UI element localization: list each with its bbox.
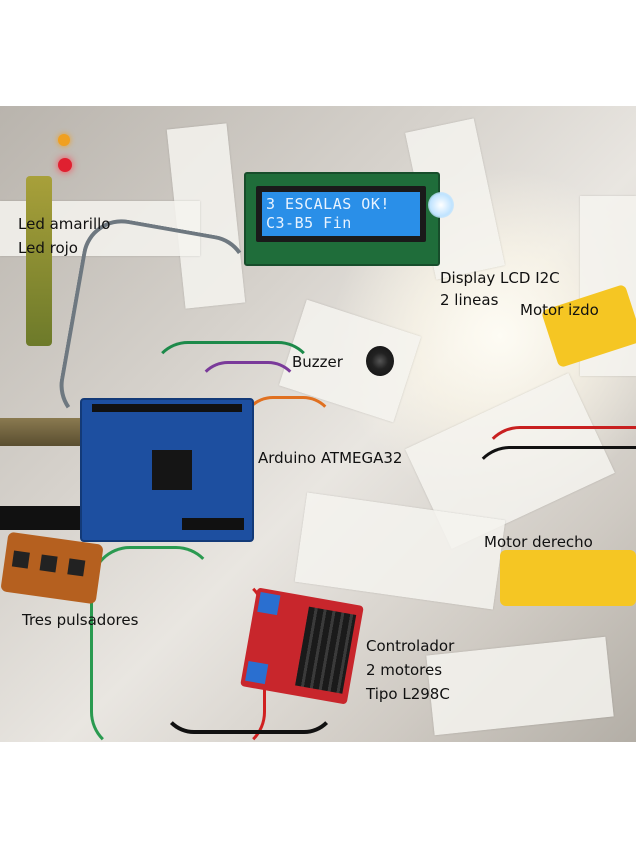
buttons-board [0, 531, 104, 605]
led-yellow-icon [58, 134, 70, 146]
lcd-bezel: 3 ESCALAS OK! C3-B5 Fin [256, 186, 426, 242]
lcd-backlight-glare-icon [428, 192, 454, 218]
label-arduino: Arduino ATMEGA32 [258, 449, 403, 467]
buzzer-icon [366, 346, 394, 376]
tape-strip [426, 636, 614, 736]
label-controller-1: Controlador [366, 637, 455, 655]
lcd-screen: 3 ESCALAS OK! C3-B5 Fin [262, 192, 420, 236]
terminal-block [245, 660, 269, 685]
label-display-1: Display LCD I2C [440, 269, 560, 287]
label-motor-right: Motor derecho [484, 533, 593, 551]
wire-red [480, 426, 636, 512]
push-button [11, 550, 30, 569]
label-motor-left: Motor izdo [520, 301, 599, 319]
push-button [67, 558, 86, 577]
led-breadboard-strip [26, 176, 52, 346]
wire-black [160, 666, 338, 734]
electronics-photo: 3 ESCALAS OK! C3-B5 Fin Led amarillo Led… [0, 106, 636, 742]
power-jack [0, 506, 80, 530]
label-led-yellow: Led amarillo [18, 215, 111, 233]
wire-green [150, 341, 316, 417]
label-display-2: 2 lineas [440, 291, 499, 309]
lcd-display-module: 3 ESCALAS OK! C3-B5 Fin [244, 172, 440, 266]
label-buzzer: Buzzer [292, 353, 343, 371]
terminal-block [257, 592, 281, 616]
arduino-header [182, 518, 244, 530]
wire-green [90, 546, 216, 742]
arduino-header [92, 404, 242, 412]
label-controller-2: 2 motores [366, 661, 443, 679]
arduino-board [80, 398, 254, 542]
motor-controller-board [240, 587, 364, 705]
label-controller-3: Tipo L298C [366, 685, 450, 703]
arduino-chip [152, 450, 192, 490]
wire-orange [240, 396, 336, 462]
heatsink [295, 606, 357, 694]
wire-black [470, 446, 636, 532]
wire-purple [195, 361, 301, 427]
label-buttons: Tres pulsadores [22, 611, 139, 629]
lcd-line-1: 3 ESCALAS OK! [266, 195, 390, 213]
motor-right [500, 550, 636, 606]
lcd-line-2: C3-B5 Fin [266, 214, 352, 232]
push-button [39, 554, 58, 573]
led-red-icon [58, 158, 72, 172]
usb-connector [0, 418, 80, 446]
label-led-red: Led rojo [18, 239, 78, 257]
